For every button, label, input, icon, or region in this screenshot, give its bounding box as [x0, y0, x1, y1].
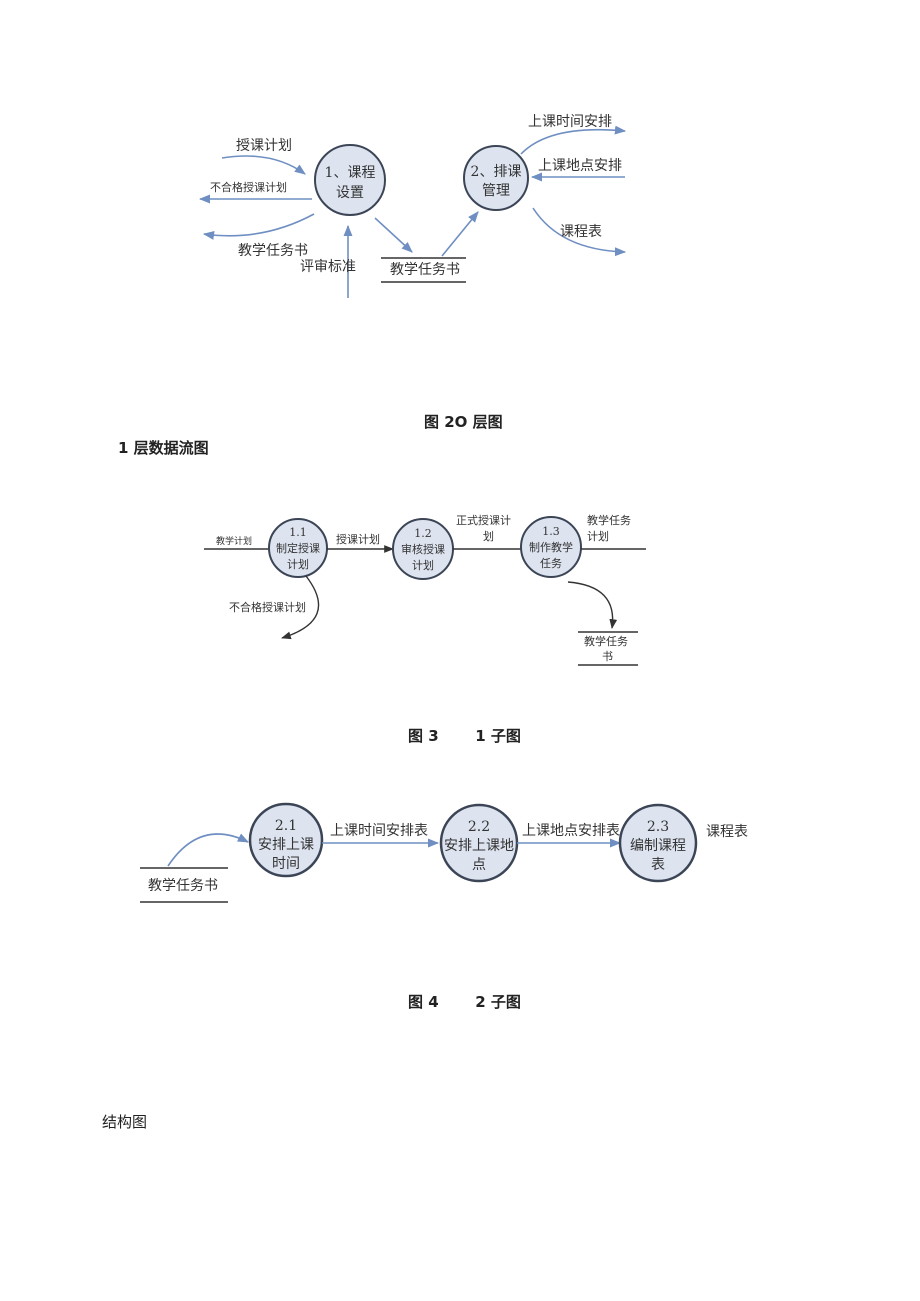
- heading-structure-chart: 结构图: [102, 1111, 147, 1132]
- flow-taskbook-out-label: 教学任务书: [238, 243, 308, 259]
- dfd-sub-1-diagram: 教学计划 1.1 制定授课 计划 授课计划 1.2 审核授课 计划 正式授课计 …: [204, 513, 646, 666]
- process-1-label-line1: 1、课程: [325, 165, 376, 181]
- caption-figure-2-text: 图 2O 层图: [424, 413, 503, 431]
- process-2-label-line1: 2、排课: [471, 164, 522, 180]
- flow-time-table-label: 上课时间安排表: [330, 823, 428, 839]
- process-2-1-line2: 安排上课: [258, 837, 314, 853]
- flow-unqualified-loop: [281, 575, 320, 640]
- process-1-1-make-plan: [268, 518, 328, 578]
- flow-class-time-out: [520, 125, 627, 155]
- process-1-3-make-task: [520, 516, 582, 578]
- process-1-2-number: 1.2: [414, 527, 432, 540]
- caption-figure-3-label: 图 3: [408, 727, 439, 745]
- process-2-3-line2: 编制课程: [630, 838, 686, 854]
- process-2-3-line3: 表: [651, 857, 665, 873]
- process-1-1-line2: 制定授课: [276, 541, 320, 555]
- store-taskbook-label: 教学任务书: [390, 262, 460, 278]
- caption-figure-2: 图 2O 层图: [424, 411, 503, 432]
- process-2-2-line3: 点: [472, 857, 486, 873]
- flow-taskbook-plan-label-2: 计划: [587, 530, 609, 543]
- flow-to-taskbook-store: [567, 581, 618, 629]
- flow-teaching-plan-label: 教学计划: [216, 535, 252, 547]
- sub1-store-label-1: 教学任务: [584, 634, 628, 648]
- flow-schedule-out: [532, 207, 627, 257]
- caption-figure-4: 图 4 2 子图: [408, 991, 521, 1012]
- flow-formal-plan-label-2: 划: [483, 530, 494, 543]
- flow-store-to-p2: [441, 211, 479, 257]
- flow-taskbook-plan-label-1: 教学任务: [587, 513, 631, 527]
- process-2-1-line3: 时间: [272, 856, 300, 872]
- flow-course-plan-in: [221, 155, 306, 175]
- heading-structure-chart-text: 结构图: [102, 1113, 148, 1131]
- heading-level-1-dfd: 1 层数据流图: [118, 437, 209, 458]
- process-1-3-line2: 制作教学: [529, 540, 573, 554]
- process-1-course-setup: [314, 144, 386, 216]
- flow-review-criteria-label: 评审标准: [300, 259, 356, 275]
- flow-course-plan-label: 授课计划: [236, 138, 292, 154]
- flow-p1-to-store: [374, 217, 413, 253]
- sub2-store-label: 教学任务书: [148, 878, 218, 894]
- process-1-3-number: 1.3: [542, 525, 560, 538]
- process-2-2-line2: 安排上课地: [444, 838, 514, 854]
- heading-level-1-dfd-text: 1 层数据流图: [118, 439, 209, 457]
- flow-class-place-label: 上课地点安排: [538, 158, 622, 174]
- flow-formal-plan-label-1: 正式授课计: [456, 513, 511, 527]
- flow-store-to-2-1: [167, 833, 250, 867]
- flow-schedule-label: 课程表: [560, 224, 602, 240]
- flow-unqualified-plan-label: 不合格授课计划: [210, 180, 287, 194]
- dfd-level-0-diagram: 1、课程 设置 2、排课 管理 授课计划 不合格授课计划 教学任务书 评审标准 …: [198, 114, 627, 298]
- process-1-2-line2: 审核授课: [401, 542, 445, 556]
- flow-course-plan-sub-label: 授课计划: [336, 532, 380, 546]
- process-2-label-line2: 管理: [482, 183, 510, 199]
- process-2-3-number: 2.3: [647, 819, 669, 835]
- flow-place-table-label: 上课地点安排表: [522, 823, 620, 839]
- process-1-1-line3: 计划: [287, 558, 309, 571]
- process-1-1-number: 1.1: [289, 526, 307, 539]
- caption-figure-4-label: 图 4: [408, 993, 439, 1011]
- process-1-3-line3: 任务: [540, 557, 562, 570]
- process-1-label-line2: 设置: [336, 185, 364, 201]
- sub1-store-label-2: 书: [602, 650, 613, 663]
- caption-figure-3: 图 3 1 子图: [408, 725, 521, 746]
- process-2-schedule-management: [463, 145, 529, 211]
- process-1-2-line3: 计划: [412, 559, 434, 572]
- caption-figure-3-name: 1 子图: [475, 727, 521, 745]
- process-2-2-number: 2.2: [468, 819, 490, 835]
- process-2-1-number: 2.1: [275, 818, 297, 834]
- process-2-1-arrange-time: [248, 802, 324, 878]
- caption-figure-4-name: 2 子图: [475, 993, 521, 1011]
- flow-schedule-sub-label: 课程表: [706, 824, 748, 840]
- dfd-sub-2-diagram: 教学任务书 2.1 安排上课 时间 上课时间安排表 2.2 安排上课地 点 上课…: [140, 802, 748, 903]
- flow-class-time-label: 上课时间安排: [528, 114, 612, 130]
- flow-taskbook-out: [202, 213, 315, 240]
- process-2-3-make-schedule: [618, 803, 698, 883]
- flow-unqualified-sub-label: 不合格授课计划: [229, 600, 306, 614]
